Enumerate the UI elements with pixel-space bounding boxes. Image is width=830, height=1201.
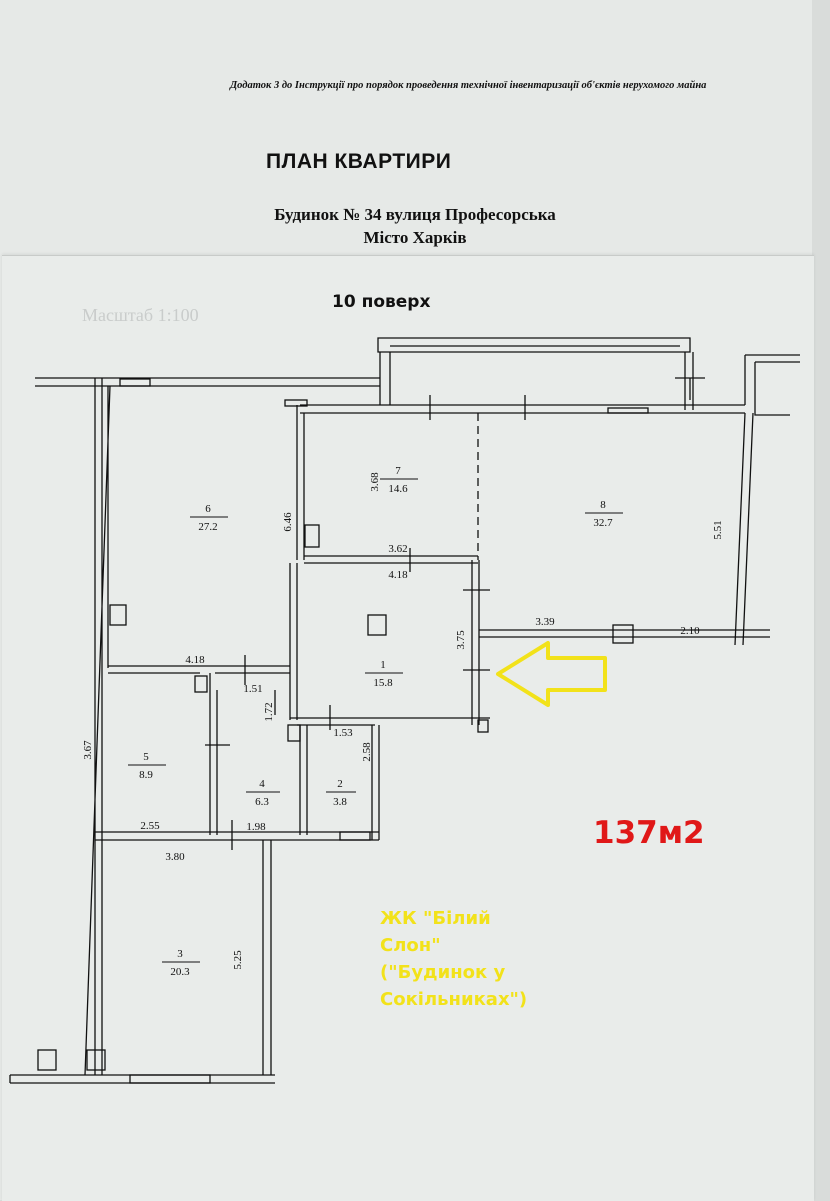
room-7-label: 714.6 — [380, 465, 418, 495]
dim-r8-width-b: 2.10 — [680, 625, 700, 637]
room-6-label: 627.2 — [190, 503, 228, 533]
svg-text:14.6: 14.6 — [388, 483, 408, 495]
dim-r8-height: 5.51 — [712, 520, 724, 539]
dim-r4-height: 1.72 — [263, 702, 275, 721]
svg-text:32.7: 32.7 — [593, 517, 613, 529]
dim-r6-width: 4.18 — [185, 654, 205, 666]
svg-text:5: 5 — [143, 751, 149, 763]
svg-text:27.2: 27.2 — [198, 521, 217, 533]
scale-label: Масштаб 1:100 — [82, 305, 199, 325]
total-area-annotation: 137м2 — [593, 815, 705, 851]
dim-r1-height: 3.75 — [455, 630, 467, 650]
svg-text:20.3: 20.3 — [170, 966, 190, 978]
dim-r4-width: 1.51 — [243, 683, 262, 695]
room-8-label: 832.7 — [585, 499, 623, 529]
dimension-labels: 6.46 3.68 3.62 4.18 5.51 3.39 2.10 3.75 … — [82, 472, 724, 970]
address-line-2: Місто Харків — [363, 228, 467, 247]
svg-text:7: 7 — [395, 465, 401, 477]
room-5-label: 58.9 — [128, 751, 166, 781]
dim-r5-width: 2.55 — [140, 820, 160, 832]
dim-r5-height: 3.67 — [82, 740, 94, 760]
svg-text:3.8: 3.8 — [333, 796, 347, 808]
svg-text:6.3: 6.3 — [255, 796, 269, 808]
svg-text:2: 2 — [337, 778, 343, 790]
svg-text:8: 8 — [600, 499, 606, 511]
dim-r2-width: 1.53 — [333, 727, 353, 739]
room-4-label: 46.3 — [246, 778, 280, 808]
dim-r1-width: 4.18 — [388, 569, 408, 581]
room-labels: 627.2 714.6 832.7 115.8 58.9 46.3 23.8 3… — [128, 465, 623, 978]
addendum-note: Додаток 3 до Інструкції про порядок пров… — [230, 80, 707, 91]
svg-text:15.8: 15.8 — [373, 677, 393, 689]
entrance-arrow — [496, 641, 607, 707]
dim-r7-width: 3.62 — [388, 543, 407, 555]
dim-r4-width-b: 1.98 — [246, 821, 266, 833]
svg-text:4: 4 — [259, 778, 265, 790]
svg-text:8.9: 8.9 — [139, 769, 153, 781]
svg-text:6: 6 — [205, 503, 211, 515]
svg-text:1: 1 — [380, 659, 386, 671]
page-title: ПЛАН КВАРТИРИ — [266, 150, 452, 173]
room-1-label: 115.8 — [365, 659, 403, 689]
floor-label: 10 поверх — [332, 292, 431, 312]
dim-r8-width-a: 3.39 — [535, 616, 555, 628]
dim-r7-height: 3.68 — [369, 472, 381, 492]
room-3-label: 320.3 — [162, 948, 200, 978]
dim-r3-width: 3.80 — [165, 851, 185, 863]
complex-name-annotation: ЖК "Білий Слон" ("Будинок у Сокільниках"… — [380, 908, 528, 1010]
dim-r3-height: 5.25 — [232, 950, 244, 970]
address-line-1: Будинок № 34 вулиця Професорська — [274, 205, 556, 224]
svg-text:3: 3 — [177, 948, 183, 960]
dim-r6-height: 6.46 — [282, 512, 294, 532]
walls — [9, 337, 800, 1084]
dim-r2-height: 2.58 — [361, 742, 373, 762]
room-2-label: 23.8 — [326, 778, 356, 808]
